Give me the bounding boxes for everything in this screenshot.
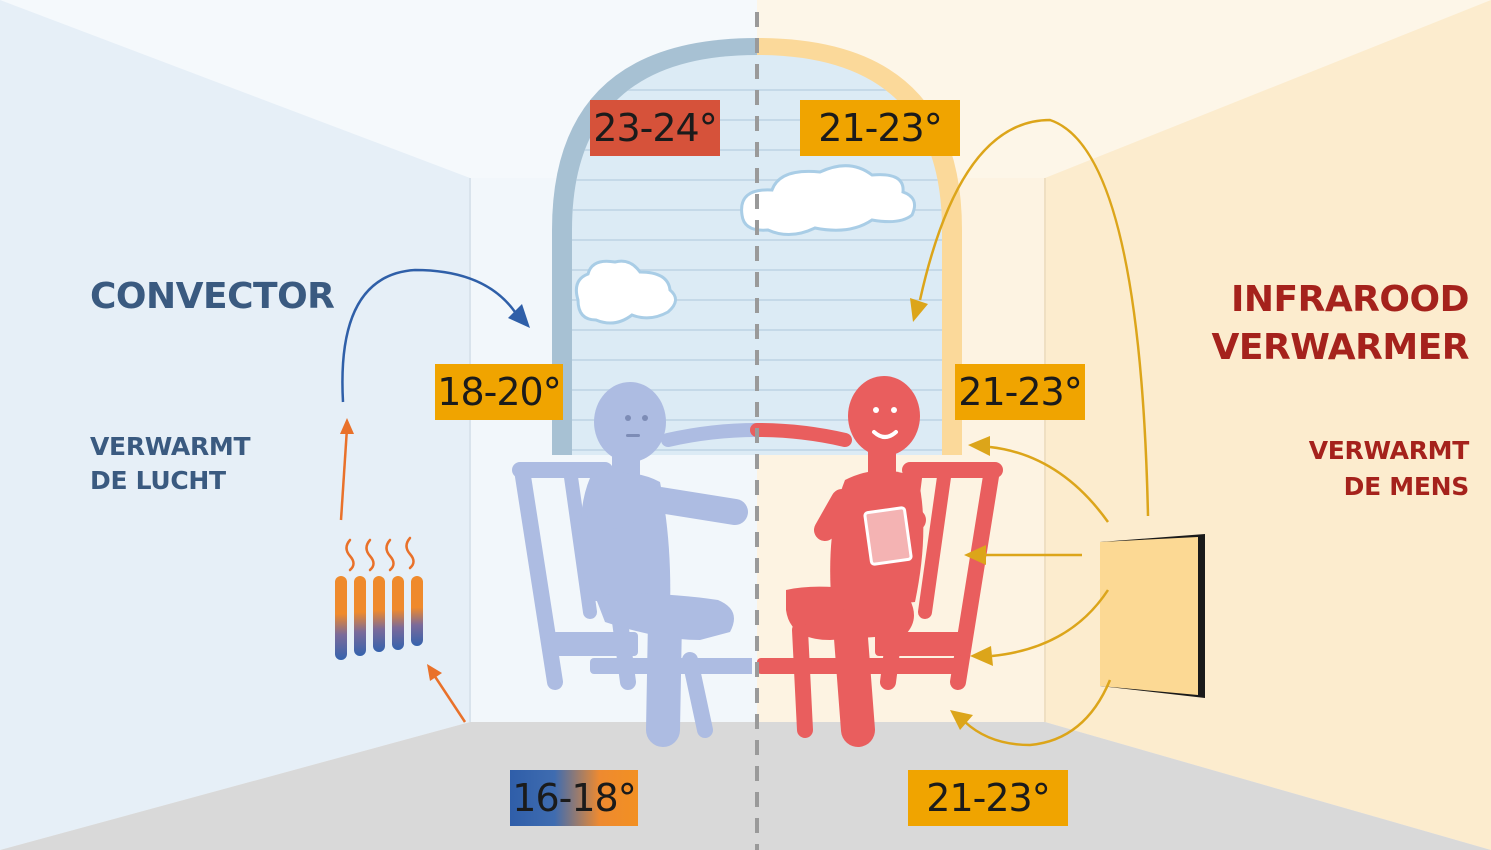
infrared-panel-icon: [1100, 534, 1205, 698]
temp-right-floor: 21-23°: [908, 770, 1068, 826]
infrared-subtitle-line1: VERWARMT: [1309, 433, 1469, 469]
infrared-subtitle: VERWARMT DE MENS: [1309, 433, 1469, 505]
convector-title: CONVECTOR: [90, 276, 334, 317]
temp-left-floor: 16-18°: [510, 770, 638, 826]
convector-subtitle-line2: DE LUCHT: [90, 464, 250, 498]
temp-right-middle: 21-23°: [955, 364, 1085, 420]
temp-left-ceiling: 23-24°: [590, 100, 720, 156]
infrared-title-line1: INFRAROOD: [1212, 276, 1469, 324]
infrared-subtitle-line2: DE MENS: [1309, 469, 1469, 505]
convector-subtitle: VERWARMT DE LUCHT: [90, 430, 250, 498]
infrared-title-line2: VERWARMER: [1212, 324, 1469, 372]
temp-right-ceiling: 21-23°: [800, 100, 960, 156]
convector-subtitle-line1: VERWARMT: [90, 430, 250, 464]
infrared-title: INFRAROOD VERWARMER: [1212, 276, 1469, 372]
temp-left-middle: 18-20°: [435, 364, 563, 420]
book-icon: [865, 507, 912, 564]
